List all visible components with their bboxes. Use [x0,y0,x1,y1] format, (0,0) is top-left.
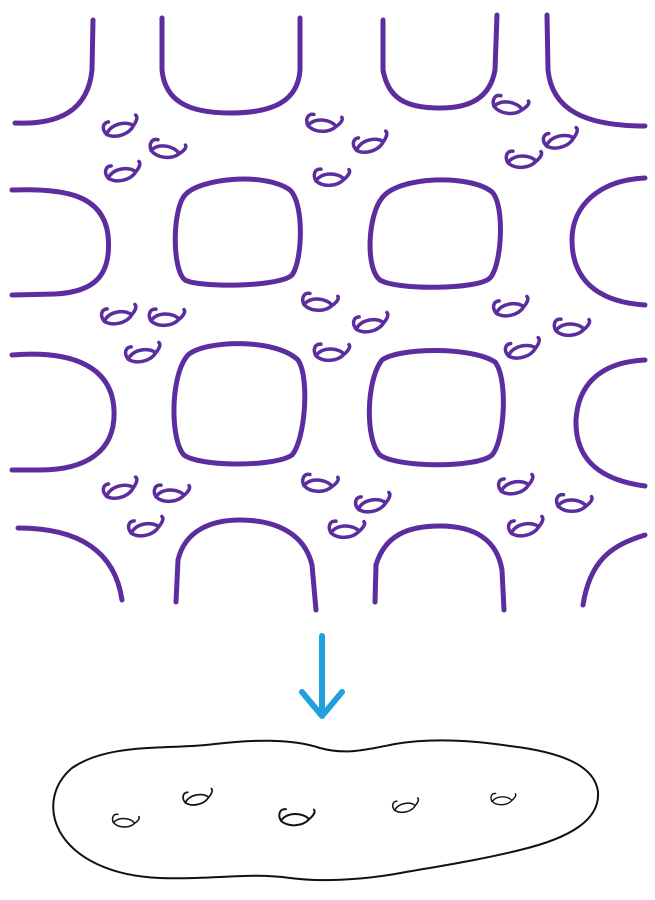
cell-row4-a [176,520,316,610]
cell-row3-left-partial [12,354,114,470]
surface-hole [182,788,213,805]
surface-hole [490,792,515,806]
oval-hole-shape [493,296,529,316]
surface-hole [111,812,139,829]
oval-hole-shape [491,92,529,118]
oval-hole-shape [148,136,186,162]
oval-hole-shape [305,111,342,134]
oval-hole-shape [301,290,338,313]
cell-row2-b [370,180,500,287]
cell-row2-right-partial [572,178,645,305]
oval-hole-shape [506,149,542,169]
surface-hole [279,807,315,827]
oval-hole-shape [498,474,534,494]
oval-hole-shape [504,338,541,360]
oval-hole-shape [102,477,139,500]
surface-hole [392,798,419,813]
cell-row1-right-partial [547,15,645,126]
cell-row2-left-partial [12,190,109,295]
oval-hole-shape [542,128,579,150]
oval-hole-shape [555,492,592,514]
cell-row4-right-partial [583,535,645,605]
oval-hole-shape [314,167,350,187]
surface [53,740,598,880]
oval-hole-shape [149,307,185,327]
cell-row1-b [383,15,497,108]
oval-hole-shape [314,342,350,362]
arrow-down-icon [302,636,342,716]
oval-hole-shape [353,312,389,332]
handles [101,92,592,539]
oval-hole-shape [101,304,137,324]
oval-hole-shape [102,115,139,138]
oval-hole-shape [105,161,141,181]
cell-row4-b [375,526,504,610]
cell-row4-left-partial [18,528,122,600]
oval-hole-shape [355,492,391,512]
cell-row3-b [369,351,503,465]
lattice [12,15,645,610]
cell-row2-a [175,179,300,285]
cell-row3-a [174,344,305,464]
oval-hole-shape [352,131,389,154]
oval-hole-shape [554,317,590,337]
oval-hole-shape [154,483,190,503]
surface-holes [111,788,515,829]
cell-row1-a [162,18,300,113]
oval-hole-shape [128,516,164,536]
oval-hole-shape [329,519,365,539]
oval-hole-shape [301,471,338,494]
oval-hole-shape [508,516,544,536]
blob-surface-shape [53,740,598,880]
cell-row3-right-partial [576,360,645,486]
oval-hole-shape [125,342,161,362]
cell-row1-left-partial [15,20,93,123]
